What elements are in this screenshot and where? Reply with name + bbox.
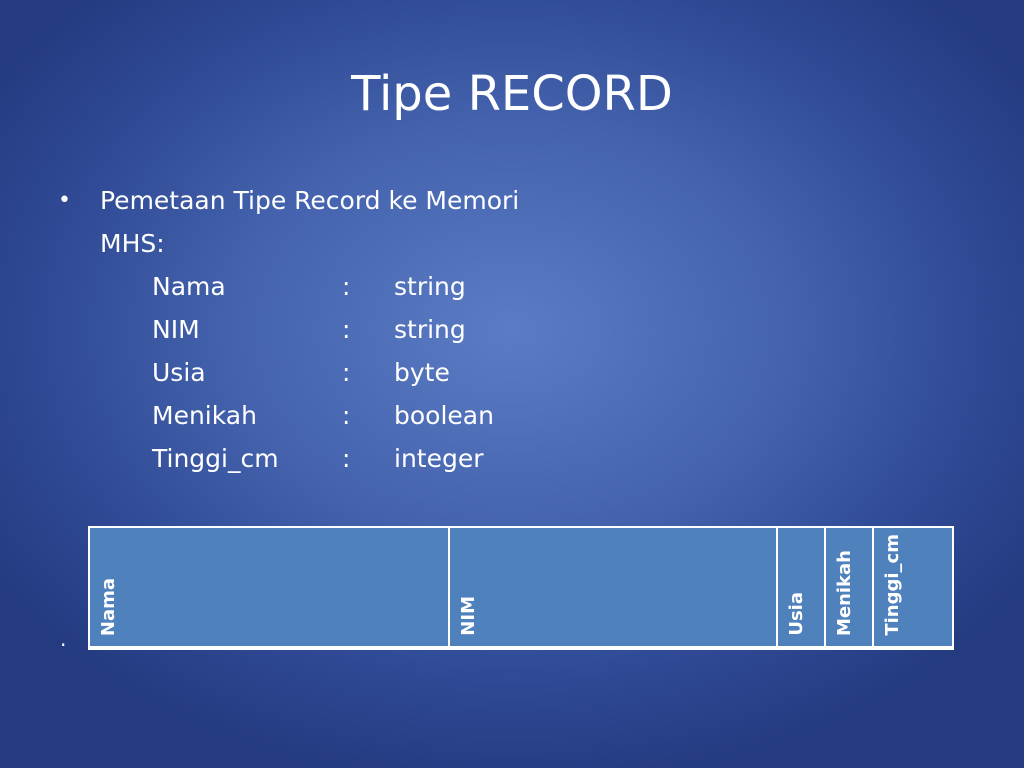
field-colon: : (342, 272, 351, 301)
memory-layout-table: Nama NIM Usia Menikah Tinggi_cm (88, 526, 954, 650)
record-field-row: Tinggi_cm : integer (152, 442, 572, 476)
memory-cell-nim: NIM (448, 526, 778, 649)
memory-cell-nama: Nama (88, 526, 450, 649)
memory-cell-label: Tinggi_cm (882, 534, 903, 636)
field-colon: : (342, 401, 351, 430)
field-name: Menikah (152, 401, 257, 430)
record-field-row: Menikah : boolean (152, 399, 572, 433)
record-field-row: NIM : string (152, 313, 572, 347)
field-name: Tinggi_cm (152, 444, 279, 473)
field-type: boolean (394, 401, 494, 430)
field-type: string (394, 315, 466, 344)
field-name: Usia (152, 358, 206, 387)
trailing-dot: . (60, 627, 67, 651)
field-type: byte (394, 358, 450, 387)
record-field-row: Nama : string (152, 270, 572, 304)
memory-cell-usia: Usia (776, 526, 826, 649)
field-name: Nama (152, 272, 226, 301)
memory-cell-menikah: Menikah (824, 526, 874, 649)
field-colon: : (342, 444, 351, 473)
memory-cell-tinggi-cm: Tinggi_cm (872, 526, 954, 649)
slide-title: Tipe RECORD (351, 66, 673, 122)
field-type: integer (394, 444, 484, 473)
memory-cell-label: Usia (786, 591, 807, 636)
field-name: NIM (152, 315, 200, 344)
memory-row: Nama NIM Usia Menikah Tinggi_cm (88, 526, 954, 649)
record-field-row: Usia : byte (152, 356, 572, 390)
memory-cell-label: Menikah (834, 549, 855, 636)
field-colon: : (342, 358, 351, 387)
field-colon: : (342, 315, 351, 344)
record-name: MHS: (100, 229, 165, 258)
bullet-text: Pemetaan Tipe Record ke Memori (100, 186, 520, 215)
bullet-marker: • (58, 188, 71, 213)
field-type: string (394, 272, 466, 301)
memory-cell-label: NIM (458, 595, 479, 636)
memory-cell-label: Nama (98, 577, 119, 636)
